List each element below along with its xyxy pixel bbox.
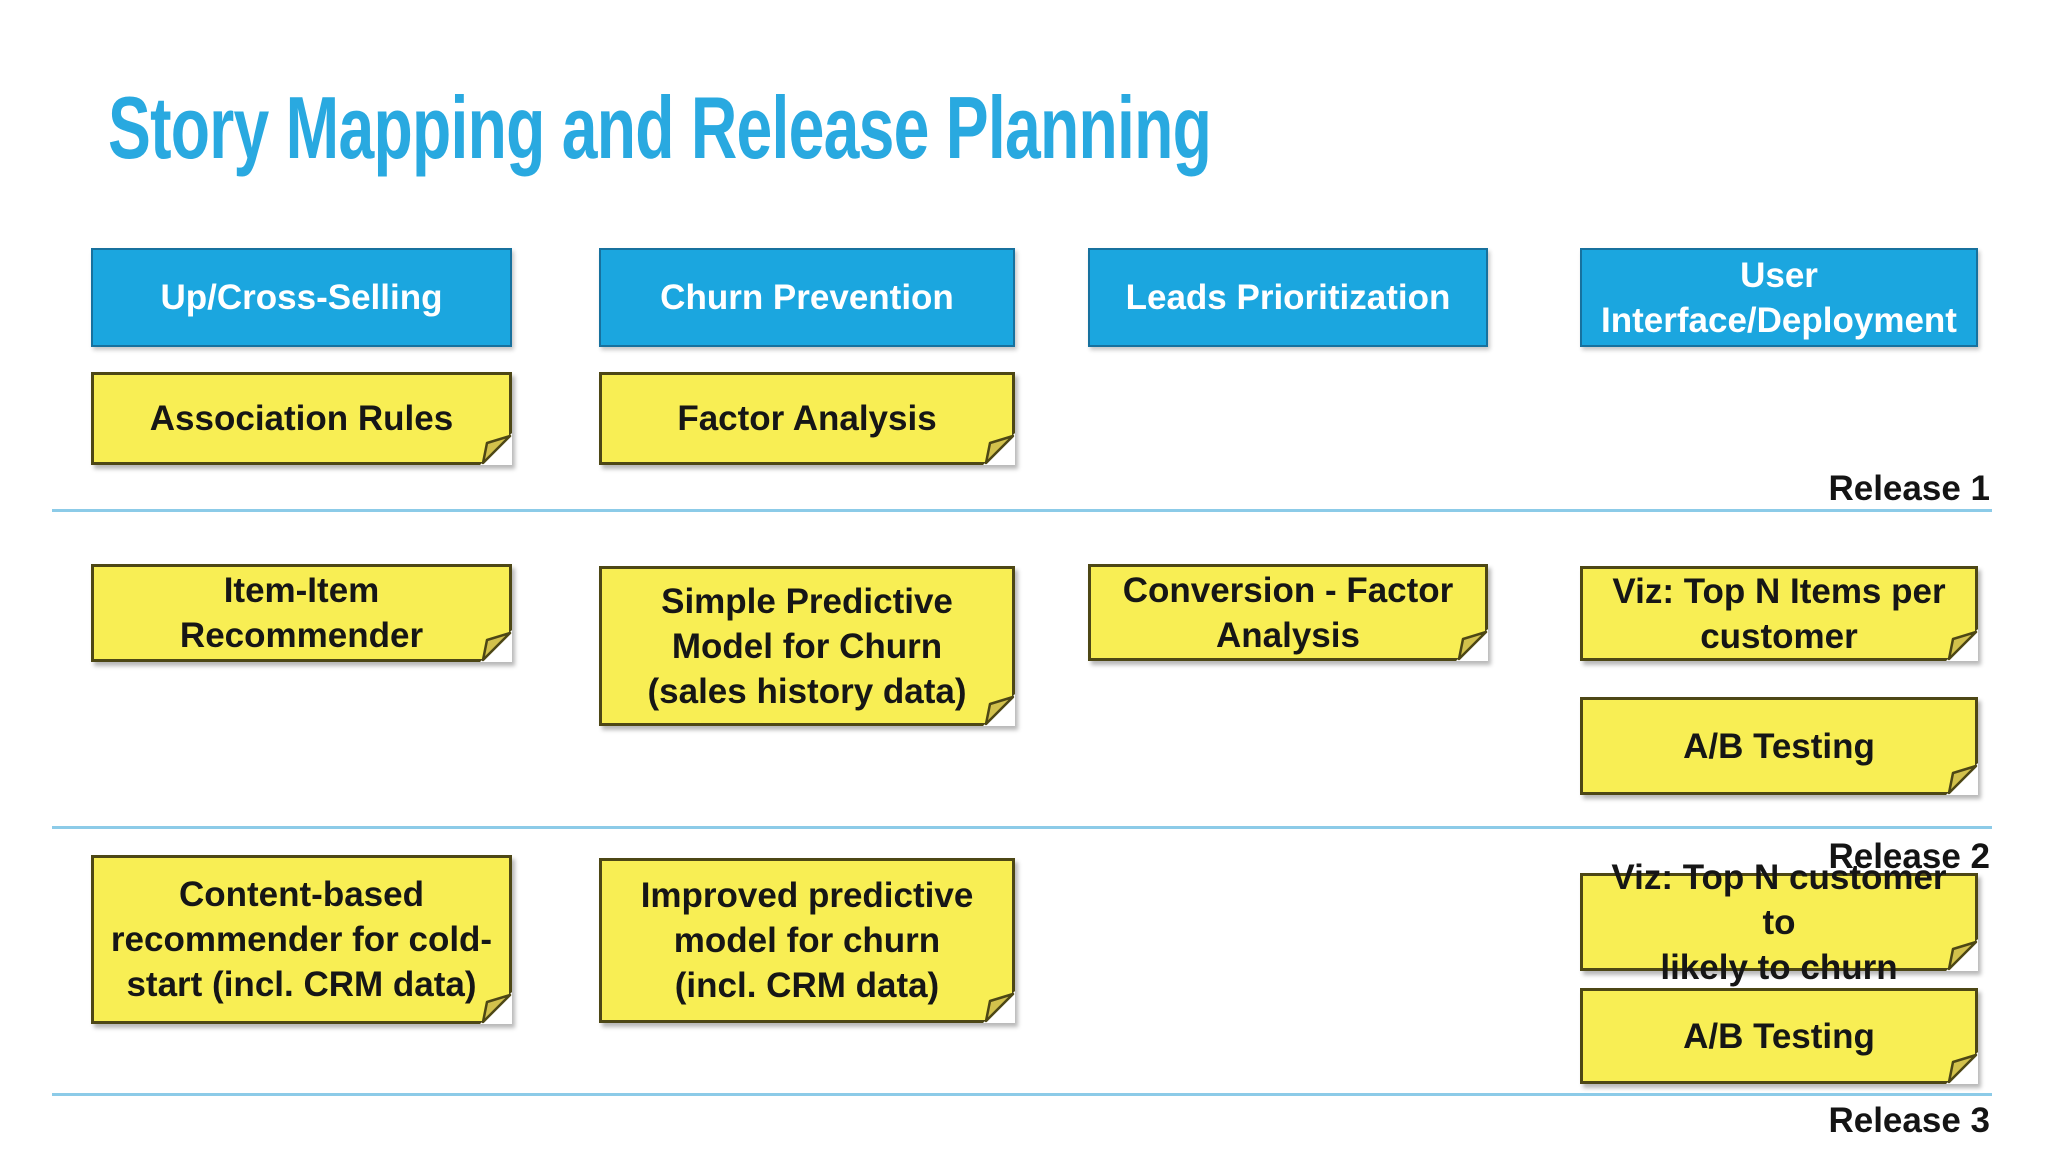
note-improved-predictive-model: Improved predictive model for churn (inc… — [599, 858, 1015, 1023]
note-item-item-recommender: Item-Item Recommender — [91, 564, 512, 662]
release-label-2: Release 2 — [1828, 837, 1990, 876]
note-content-based-recommender: Content-based recommender for cold- star… — [91, 855, 512, 1024]
page-title: Story Mapping and Release Planning — [108, 78, 1212, 177]
note-ab-testing-release3: A/B Testing — [1580, 988, 1978, 1084]
folded-corner-icon — [1946, 1052, 1978, 1084]
release-divider-3 — [52, 1093, 1992, 1096]
note-simple-predictive-model: Simple Predictive Model for Churn (sales… — [599, 566, 1015, 726]
note-viz-top-n-customer: Viz: Top N customer to likely to churn — [1580, 858, 1978, 987]
folded-corner-icon — [480, 630, 512, 662]
note-ab-testing-release2: A/B Testing — [1580, 697, 1978, 795]
note-text: Item-Item Recommender — [179, 571, 424, 655]
column-header-churn-prevention: Churn Prevention — [599, 248, 1015, 347]
note-text: Factor Analysis — [677, 399, 937, 438]
note-text: Association Rules — [149, 399, 454, 438]
folded-corner-icon — [1946, 939, 1978, 971]
folded-corner-icon — [1946, 629, 1978, 661]
column-header-leads-prioritization: Leads Prioritization — [1088, 248, 1488, 347]
column-header-label: User Interface/Deployment — [1601, 255, 1957, 340]
note-text: Conversion - Factor Analysis — [1122, 570, 1454, 655]
folded-corner-icon — [1946, 763, 1978, 795]
release-divider-2 — [52, 826, 1992, 829]
folded-corner-icon — [480, 433, 512, 465]
column-header-user-interface-deployment: User Interface/Deployment — [1580, 248, 1978, 347]
note-text: Improved predictive model for churn (inc… — [640, 876, 974, 1005]
note-text: Viz: Top N customer to likely to churn — [1611, 857, 1947, 987]
folded-corner-icon — [983, 433, 1015, 465]
note-viz-top-n-items: Viz: Top N Items per customer — [1580, 566, 1978, 661]
release-label-1: Release 1 — [1828, 469, 1990, 508]
release-divider-1 — [52, 509, 1992, 512]
note-factor-analysis: Factor Analysis — [599, 372, 1015, 465]
column-header-up-cross-selling: Up/Cross-Selling — [91, 248, 512, 347]
column-header-label: Leads Prioritization — [1125, 278, 1451, 317]
folded-corner-icon — [1456, 629, 1488, 661]
release-label-3: Release 3 — [1828, 1101, 1990, 1140]
folded-corner-icon — [480, 992, 512, 1024]
note-association-rules: Association Rules — [91, 372, 512, 465]
folded-corner-icon — [983, 991, 1015, 1023]
folded-corner-icon — [983, 694, 1015, 726]
note-text: A/B Testing — [1683, 726, 1875, 766]
note-text: Simple Predictive Model for Churn (sales… — [647, 581, 967, 711]
column-header-label: Churn Prevention — [660, 278, 954, 317]
note-text: Viz: Top N Items per customer — [1612, 571, 1946, 656]
note-conversion-factor-analysis: Conversion - Factor Analysis — [1088, 564, 1488, 661]
note-text: A/B Testing — [1683, 1016, 1875, 1056]
column-header-label: Up/Cross-Selling — [160, 278, 443, 317]
note-text: Content-based recommender for cold- star… — [110, 875, 493, 1004]
